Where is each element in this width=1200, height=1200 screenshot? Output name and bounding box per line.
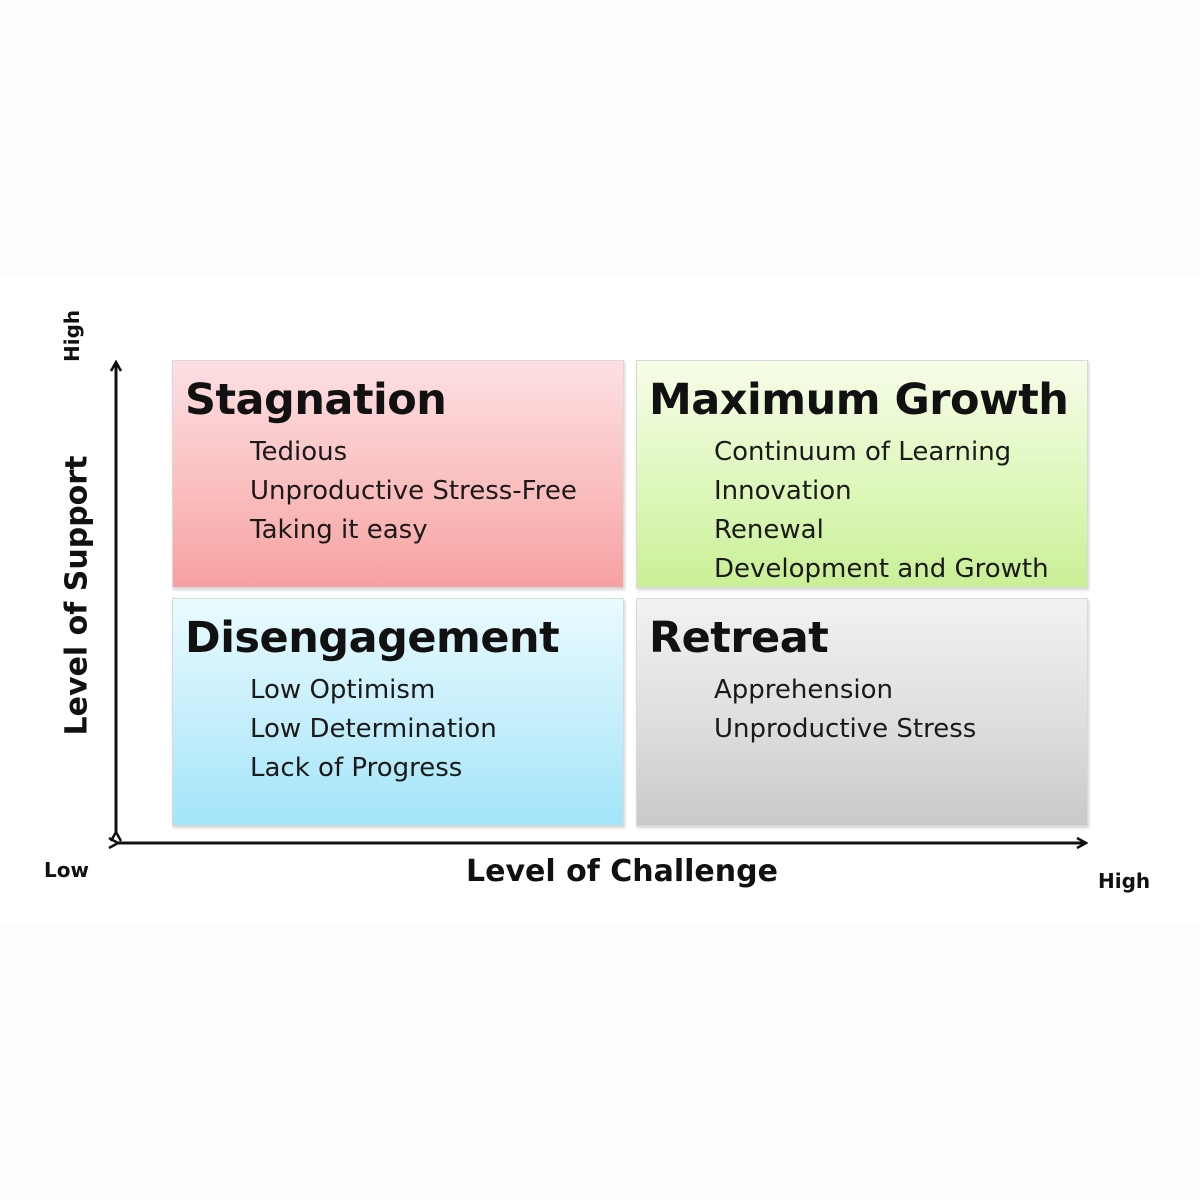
- list-item: Innovation: [714, 476, 852, 506]
- quadrant-title: Retreat: [649, 613, 829, 663]
- quadrant-item-list: Apprehension Unproductive Stress: [714, 671, 976, 749]
- origin-low-label: Low: [44, 858, 89, 882]
- list-item: Lack of Progress: [250, 753, 463, 783]
- quadrant-item-list: Tedious Unproductive Stress-Free Taking …: [250, 433, 577, 550]
- quadrant-item-list: Continuum of Learning Innovation Renewal…: [714, 433, 1049, 587]
- y-axis-high-label: High: [60, 309, 84, 362]
- list-item: Development and Growth: [714, 554, 1049, 584]
- quadrant-maximum-growth: Maximum Growth Continuum of Learning Inn…: [636, 360, 1088, 588]
- list-item: Taking it easy: [250, 515, 428, 545]
- quadrant-title: Maximum Growth: [649, 375, 1069, 425]
- x-axis-high-label: High: [1098, 869, 1151, 893]
- list-item: Unproductive Stress: [714, 714, 977, 744]
- quadrant-item-list: Low Optimism Low Determination Lack of P…: [250, 671, 497, 788]
- list-item: Tedious: [250, 437, 348, 467]
- list-item: Continuum of Learning: [714, 437, 1012, 467]
- y-axis-label: Level of Support: [59, 455, 95, 736]
- quadrant-disengagement: Disengagement Low Optimism Low Determina…: [172, 598, 624, 826]
- quadrant-title: Stagnation: [185, 375, 447, 425]
- list-item: Unproductive Stress-Free: [250, 476, 577, 506]
- quadrant-title: Disengagement: [185, 613, 560, 663]
- list-item: Low Optimism: [250, 675, 436, 705]
- list-item: Apprehension: [714, 675, 894, 705]
- x-axis-label: Level of Challenge: [466, 854, 778, 889]
- quadrant-stagnation: Stagnation Tedious Unproductive Stress-F…: [172, 360, 624, 588]
- list-item: Low Determination: [250, 714, 497, 744]
- list-item: Renewal: [714, 515, 824, 545]
- quadrant-retreat: Retreat Apprehension Unproductive Stress: [636, 598, 1088, 826]
